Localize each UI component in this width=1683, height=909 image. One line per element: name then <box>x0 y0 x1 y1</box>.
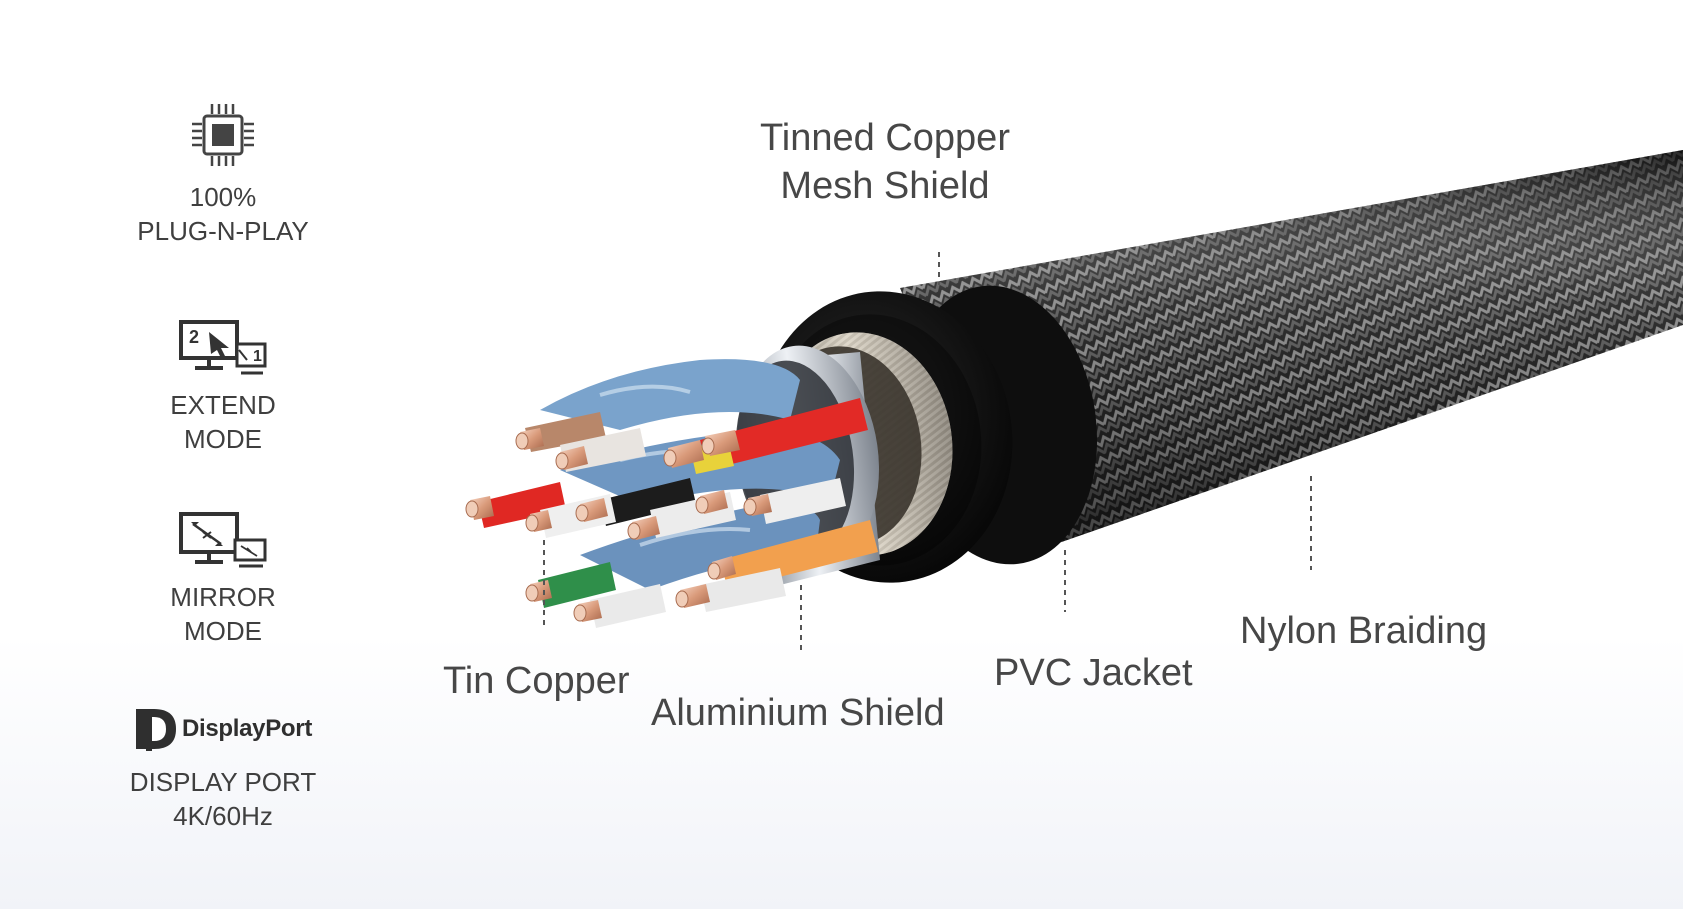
red-wire-top <box>700 398 868 470</box>
feature-line: 4K/60Hz <box>173 801 273 832</box>
white-wire-5 <box>590 584 666 628</box>
feature-line: MODE <box>184 616 262 647</box>
white-wire-4 <box>760 478 846 524</box>
red-wire-left <box>478 482 566 528</box>
feature-line: PLUG-N-PLAY <box>137 216 309 247</box>
black-wire <box>600 478 696 526</box>
feature-display-port: DisplayPort DISPLAY PORT 4K/60Hz <box>112 705 334 834</box>
callout-mesh-shield-line2: Mesh Shield <box>780 165 990 207</box>
mirror-mode-icon <box>179 512 267 568</box>
green-wire <box>538 562 616 608</box>
feature-extend-mode: 2 1 EXTEND MODE <box>112 318 334 457</box>
pair-wrap-bottom <box>580 504 820 590</box>
callout-pvc-jacket: PVC Jacket <box>994 652 1193 694</box>
extend-badge-left: 2 <box>189 327 199 347</box>
callout-leaders <box>543 252 1312 655</box>
feature-line: DISPLAY PORT <box>129 767 317 797</box>
brown-wire <box>525 412 606 452</box>
feature-mirror-mode: MIRROR MODE <box>112 510 334 649</box>
copper-conductor-tips <box>465 428 772 622</box>
displayport-logo: DisplayPort <box>112 705 334 753</box>
callout-aluminium-shield: Aluminium Shield <box>651 692 945 734</box>
displayport-logo-text: DisplayPort <box>181 715 313 743</box>
callout-tin-copper: Tin Copper <box>443 660 630 702</box>
callout-mesh-shield: Tinned Copper Mesh Shield <box>760 114 1010 210</box>
feature-plug-n-play: 100% PLUG-N-PLAY <box>112 100 334 249</box>
feature-line: 100% <box>189 182 257 212</box>
white-wire-6 <box>700 568 786 612</box>
inner-wires <box>465 359 878 628</box>
chip-icon <box>192 104 254 166</box>
displayport-logo-icon <box>135 709 176 751</box>
pair-wrap-top <box>540 359 800 430</box>
callout-mesh-shield-line1: Tinned Copper <box>760 117 1010 159</box>
callout-nylon-braiding: Nylon Braiding <box>1240 610 1488 652</box>
feature-line: MIRROR <box>170 582 276 612</box>
extend-mode-icon: 2 1 <box>179 320 267 375</box>
extend-badge-right: 1 <box>253 348 262 365</box>
feature-line: EXTEND <box>170 390 276 420</box>
feature-line: MODE <box>184 424 262 455</box>
